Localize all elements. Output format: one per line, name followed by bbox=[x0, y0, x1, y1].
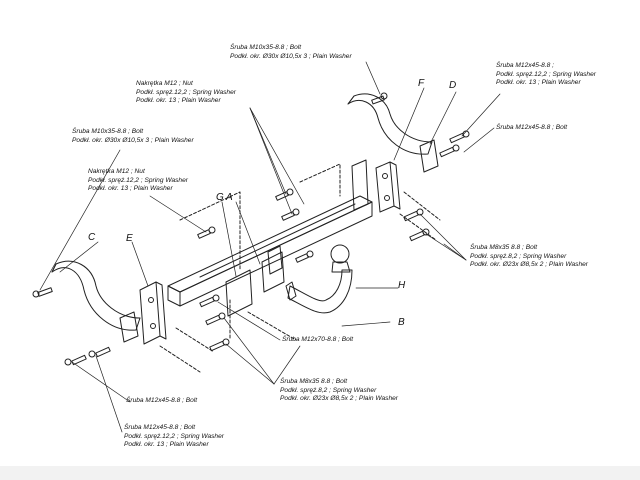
callout-right-spring: Śruba M12x45-8.8 ; Podkł. spręż.12,2 ; S… bbox=[496, 62, 596, 88]
left-bracket-arm-c bbox=[51, 260, 141, 343]
part-letter-e: E bbox=[126, 233, 133, 244]
cross-beam-a bbox=[167, 195, 373, 307]
callout-line: Podkł. okr. 13 ; Plain Washer bbox=[136, 97, 221, 105]
part-letter-d: D bbox=[449, 80, 457, 91]
right-bracket-arm-d bbox=[347, 93, 439, 173]
callout-line: Śruba M10x35-8.8 ; Bolt bbox=[230, 44, 302, 51]
part-letter-a: A bbox=[226, 192, 233, 203]
callout-line: Śruba M10x35-8.8 ; Bolt bbox=[72, 128, 144, 135]
callout-line: Podkł. spręż.12,2 ; Spring Washer bbox=[136, 88, 236, 96]
callout-line: Śruba M8x35 8.8 ; Bolt bbox=[280, 378, 348, 385]
callout-line: Śruba M12x45-8.8 ; bbox=[496, 62, 554, 69]
callout-line: Podkł. okr. Ø23x Ø8,5x 2 ; Plain Washer bbox=[280, 395, 399, 403]
callout-line: Podkł. okr. 13 ; Plain Washer bbox=[88, 185, 173, 193]
callout-line: Nakrętka M12 ; Nut bbox=[136, 80, 193, 87]
callout-line: Śruba M12x70-8.8 ; Bolt bbox=[282, 336, 354, 343]
right-mounting-plate-f bbox=[351, 159, 401, 213]
callout-top-bolt: Śruba M10x35-8.8 ; Bolt Podkł. okr. Ø30x… bbox=[230, 44, 352, 61]
footer-band bbox=[0, 466, 640, 480]
callout-line: Śruba M8x35 8.8 ; Bolt bbox=[470, 244, 538, 251]
callout-left-bolt: Śruba M10x35-8.8 ; Bolt Podkł. okr. Ø30x… bbox=[72, 128, 194, 145]
callout-line: Nakrętka M12 ; Nut bbox=[88, 168, 145, 175]
callout-line: Podkł. okr. Ø30x Ø10,5x 3 ; Plain Washer bbox=[72, 136, 194, 144]
part-letter-c: C bbox=[88, 232, 96, 243]
fasteners bbox=[32, 92, 470, 366]
callout-center-m12x70: Śruba M12x70-8.8 ; Bolt bbox=[282, 336, 353, 345]
callout-bottom-left-bolt: Śruba M12x45-8.8 ; Bolt bbox=[126, 397, 197, 406]
callout-line: Podkł. okr. Ø30x Ø10,5x 3 ; Plain Washer bbox=[230, 52, 352, 60]
part-letter-f: F bbox=[418, 78, 425, 89]
callout-line: Podkł. spręż.8,2 ; Spring Washer bbox=[470, 252, 567, 260]
callout-line: Podkł. spręż.12,2 ; Spring Washer bbox=[496, 70, 596, 78]
callout-line: Podkł. okr. Ø23x Ø8,5x 2 ; Plain Washer bbox=[470, 261, 589, 269]
callout-line: Podkł. okr. 13 ; Plain Washer bbox=[496, 79, 581, 87]
callout-line: Podkł. spręż.12,2 ; Spring Washer bbox=[88, 176, 188, 184]
callout-right-m8: Śruba M8x35 8.8 ; Bolt Podkł. spręż.8,2 … bbox=[470, 244, 588, 270]
callout-line: Podkł. spręż.8,2 ; Spring Washer bbox=[280, 386, 377, 394]
callout-line: Śruba M12x45-8.8 ; Bolt bbox=[126, 397, 198, 404]
leader-lines bbox=[39, 61, 501, 433]
callout-line: Śruba M12x45-8.8 ; Bolt bbox=[496, 124, 568, 131]
callout-line: Podkł. spręż.12,2 ; Spring Washer bbox=[124, 432, 224, 440]
tow-hook-b bbox=[225, 244, 353, 317]
callout-line: Śruba M12x45-8.8 ; Bolt bbox=[124, 424, 196, 431]
callout-left-nut: Nakrętka M12 ; Nut Podkł. spręż.12,2 ; S… bbox=[88, 168, 188, 194]
part-letter-h: H bbox=[398, 280, 406, 291]
callout-right-bolt: Śruba M12x45-8.8 ; Bolt bbox=[496, 124, 567, 133]
part-letter-g: G bbox=[216, 192, 224, 203]
callout-top-nut: Nakrętka M12 ; Nut Podkł. spręż.12,2 ; S… bbox=[136, 80, 236, 106]
callout-center-m8: Śruba M8x35 8.8 ; Bolt Podkł. spręż.8,2 … bbox=[280, 378, 398, 404]
left-mounting-plate-e bbox=[139, 281, 167, 345]
socket-plate bbox=[267, 245, 283, 275]
hidden-lines bbox=[159, 163, 441, 373]
callout-bottom-spring: Śruba M12x45-8.8 ; Bolt Podkł. spręż.12,… bbox=[124, 424, 224, 450]
callout-line: Podkł. okr. 13 ; Plain Washer bbox=[124, 441, 209, 449]
part-letter-b: B bbox=[398, 317, 405, 328]
